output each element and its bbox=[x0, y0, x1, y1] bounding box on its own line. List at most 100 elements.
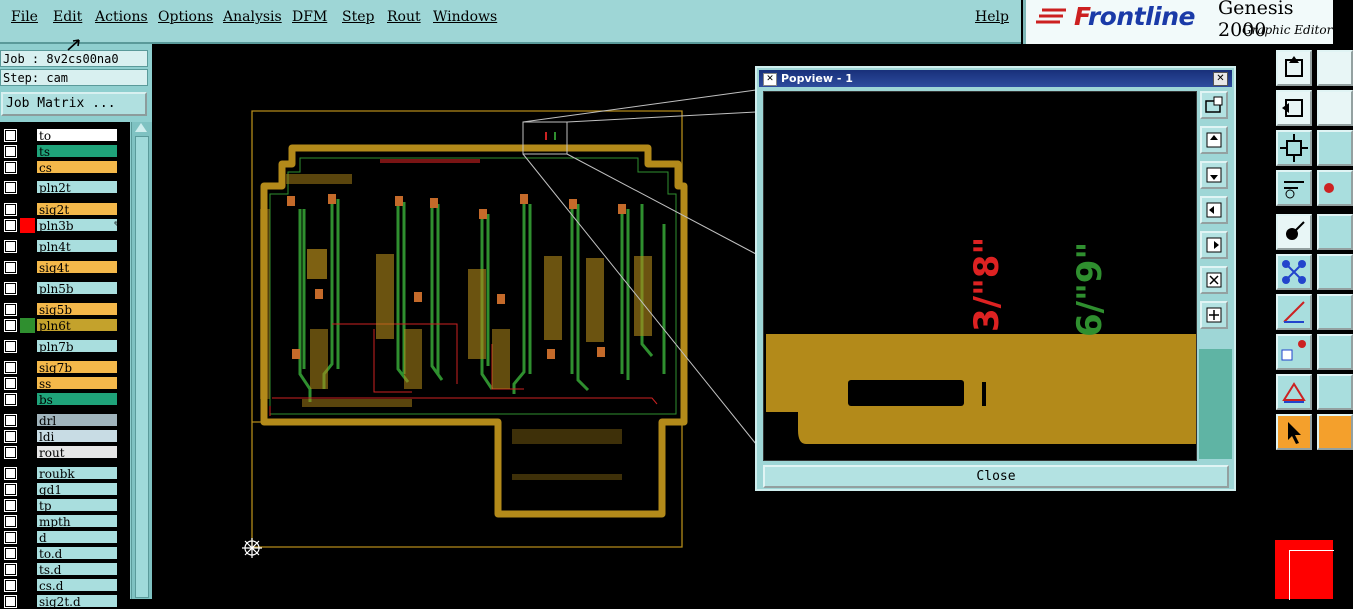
layer-name[interactable]: rout bbox=[36, 445, 118, 460]
tool-fit[interactable] bbox=[1276, 130, 1312, 166]
layer-checkbox[interactable] bbox=[5, 204, 16, 215]
tool-record[interactable] bbox=[1317, 170, 1353, 206]
tool-select-feature[interactable] bbox=[1276, 214, 1312, 250]
layer-checkbox[interactable] bbox=[5, 447, 16, 458]
layer-checkbox[interactable] bbox=[5, 394, 16, 405]
layer-checkbox[interactable] bbox=[5, 580, 16, 591]
layer-row-rout[interactable]: rout bbox=[0, 445, 130, 460]
menu-dfm[interactable]: DFM bbox=[292, 9, 328, 25]
layer-color-swatch[interactable] bbox=[20, 530, 35, 545]
layer-checkbox[interactable] bbox=[5, 304, 16, 315]
layer-name[interactable]: pln3b bbox=[36, 218, 118, 233]
layer-color-swatch[interactable] bbox=[20, 578, 35, 593]
layer-color-swatch[interactable] bbox=[20, 339, 35, 354]
layer-checkbox[interactable] bbox=[5, 241, 16, 252]
zoom-out-button[interactable] bbox=[1200, 266, 1228, 294]
layer-checkbox[interactable] bbox=[5, 596, 16, 607]
layer-name[interactable]: pln7b bbox=[36, 339, 118, 354]
tool-options[interactable] bbox=[1276, 170, 1312, 206]
layer-color-swatch[interactable] bbox=[20, 302, 35, 317]
layer-color-swatch[interactable] bbox=[20, 239, 35, 254]
layer-row-pln3b[interactable]: pln3b✎⊞ bbox=[0, 218, 130, 233]
layer-name[interactable]: bs bbox=[36, 392, 118, 407]
menu-file[interactable]: File bbox=[11, 9, 38, 25]
tool-ruler[interactable] bbox=[1317, 334, 1353, 370]
layer-checkbox[interactable] bbox=[5, 182, 16, 193]
layer-name[interactable]: ldi bbox=[36, 429, 118, 444]
layer-color-swatch[interactable] bbox=[20, 429, 35, 444]
layer-name[interactable]: pln5b bbox=[36, 281, 118, 296]
layer-row-ss[interactable]: ss✎ bbox=[0, 376, 130, 391]
layer-name[interactable]: d bbox=[36, 530, 118, 545]
menu-options[interactable]: Options bbox=[158, 9, 214, 25]
layer-name[interactable]: cs.d bbox=[36, 578, 118, 593]
layer-color-swatch[interactable] bbox=[20, 562, 35, 577]
layer-color-swatch[interactable] bbox=[20, 281, 35, 296]
layer-checkbox[interactable] bbox=[5, 548, 16, 559]
layer-row-pln7b[interactable]: pln7b bbox=[0, 339, 130, 354]
menu-rout[interactable]: Rout bbox=[387, 9, 421, 25]
layer-list-scrollbar[interactable] bbox=[131, 122, 152, 599]
layer-checkbox[interactable] bbox=[5, 341, 16, 352]
layer-row-bs[interactable]: bs✎ bbox=[0, 392, 130, 407]
tool-pad[interactable] bbox=[1276, 334, 1312, 370]
tool-pointer[interactable] bbox=[1276, 414, 1312, 450]
layer-name[interactable]: pln2t bbox=[36, 180, 118, 195]
layer-row-to-d[interactable]: to.d✎ bbox=[0, 546, 130, 561]
layer-row-d[interactable]: d bbox=[0, 530, 130, 545]
layer-name[interactable]: cs bbox=[36, 160, 118, 175]
layer-name[interactable]: sig4t bbox=[36, 260, 118, 275]
layer-color-swatch[interactable] bbox=[20, 482, 35, 497]
tool-line[interactable] bbox=[1317, 214, 1353, 250]
layer-checkbox[interactable] bbox=[5, 516, 16, 527]
tool-pan-left[interactable] bbox=[1276, 90, 1312, 126]
window-close-icon[interactable]: ✕ bbox=[1213, 72, 1228, 86]
layer-checkbox[interactable] bbox=[5, 564, 16, 575]
zoom-window-button[interactable] bbox=[1200, 91, 1228, 119]
layer-color-swatch[interactable] bbox=[20, 160, 35, 175]
layer-name[interactable]: sig5b bbox=[36, 302, 118, 317]
layer-row-ts-d[interactable]: ts.d✎ bbox=[0, 562, 130, 577]
pan-left-button[interactable] bbox=[1200, 196, 1228, 224]
layer-row-sig2t-d[interactable]: sig2t.d bbox=[0, 594, 130, 609]
tool-arc[interactable] bbox=[1317, 374, 1353, 410]
job-matrix-button[interactable]: Job Matrix ... bbox=[1, 92, 147, 116]
pan-down-button[interactable] bbox=[1200, 161, 1228, 189]
layer-color-swatch[interactable] bbox=[20, 594, 35, 609]
layer-color-swatch[interactable] bbox=[20, 546, 35, 561]
layer-checkbox[interactable] bbox=[5, 320, 16, 331]
menu-windows[interactable]: Windows bbox=[433, 9, 498, 25]
layer-row-cs-d[interactable]: cs.d✎ bbox=[0, 578, 130, 593]
layer-row-cs[interactable]: cs✎ bbox=[0, 160, 130, 175]
tool-snap[interactable] bbox=[1317, 414, 1353, 450]
layer-color-swatch[interactable] bbox=[20, 376, 35, 391]
layer-row-to[interactable]: to✎ bbox=[0, 128, 130, 143]
layer-checkbox[interactable] bbox=[5, 162, 16, 173]
layer-name[interactable]: to.d bbox=[36, 546, 118, 561]
layer-checkbox[interactable] bbox=[5, 500, 16, 511]
layer-name[interactable]: mpth bbox=[36, 514, 118, 529]
layer-color-swatch[interactable] bbox=[20, 128, 35, 143]
tool-pan-right[interactable] bbox=[1317, 50, 1353, 86]
layer-color-swatch[interactable] bbox=[20, 360, 35, 375]
layer-row-sig7b[interactable]: sig7b✎ bbox=[0, 360, 130, 375]
layer-row-mpth[interactable]: mpth bbox=[0, 514, 130, 529]
layer-checkbox[interactable] bbox=[5, 378, 16, 389]
layer-name[interactable]: gd1 bbox=[36, 482, 118, 497]
menu-actions[interactable]: Actions bbox=[95, 9, 148, 25]
layer-color-swatch[interactable] bbox=[20, 202, 35, 217]
layer-color-swatch[interactable] bbox=[20, 413, 35, 428]
layer-checkbox[interactable] bbox=[5, 262, 16, 273]
layer-name[interactable]: ss bbox=[36, 376, 118, 391]
layer-name[interactable]: ts bbox=[36, 144, 118, 159]
layer-row-gd1[interactable]: gd1✎ bbox=[0, 482, 130, 497]
layer-row-pln4t[interactable]: pln4t bbox=[0, 239, 130, 254]
layer-name[interactable]: ts.d bbox=[36, 562, 118, 577]
tool-cross[interactable] bbox=[1317, 254, 1353, 290]
menu-edit[interactable]: Edit bbox=[53, 9, 83, 25]
window-menu-icon[interactable]: ✕ bbox=[763, 73, 777, 86]
layer-checkbox[interactable] bbox=[5, 484, 16, 495]
pan-right-button[interactable] bbox=[1200, 231, 1228, 259]
layer-name[interactable]: tp bbox=[36, 498, 118, 513]
layer-checkbox[interactable] bbox=[5, 532, 16, 543]
